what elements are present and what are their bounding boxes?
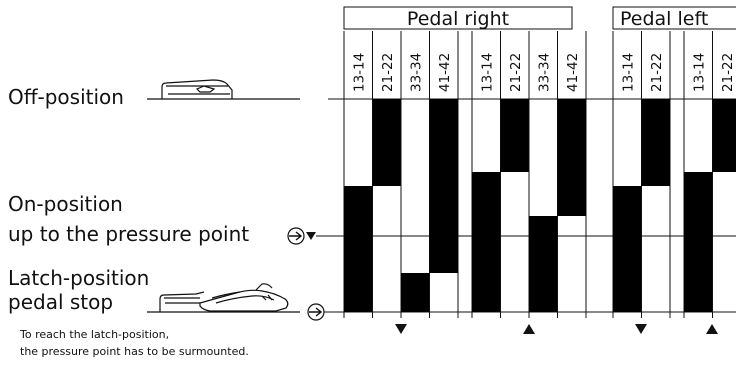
contact-column: 21-22	[372, 31, 402, 318]
contact-column: 41-42	[557, 31, 587, 318]
on-position-label: On-position	[8, 192, 123, 216]
contact-label: 41-42	[437, 53, 453, 92]
triangle-down-icon	[395, 324, 407, 334]
note-line-1: To reach the latch-position,	[19, 328, 169, 341]
pedal-latch-illustration	[147, 283, 300, 313]
contact-column: 21-22	[712, 31, 736, 318]
contact-label: 13-14	[620, 53, 636, 92]
closed-state-bar	[641, 99, 670, 186]
closed-state-bar	[684, 172, 713, 312]
closed-state-bar	[472, 172, 501, 312]
contact-label: 41-42	[565, 53, 581, 92]
triangle-up-icon	[706, 324, 718, 334]
contact-label: 21-22	[380, 53, 396, 92]
contact-column: 13-14	[683, 31, 713, 318]
contact-columns: 13-14 21-22 33-34 41-42 13-14 21-22 33-34 41-42…	[343, 31, 736, 318]
closed-state-bar	[712, 99, 736, 172]
off-position-label: Off-position	[8, 85, 124, 109]
closed-state-bar	[401, 273, 430, 312]
closed-state-bar	[372, 99, 401, 186]
pressure-point-latch-marker	[307, 303, 344, 321]
note-line-2: the pressure point has to be surmounted.	[20, 345, 249, 358]
group-title: Pedal left	[620, 8, 708, 30]
group-title: Pedal right	[407, 8, 509, 30]
contact-label: 21-22	[720, 53, 736, 92]
triangle-up-icon	[523, 324, 535, 334]
on-position-sublabel: up to the pressure point	[8, 222, 249, 246]
direction-marks	[395, 324, 718, 334]
pressure-point-on-marker	[287, 227, 344, 245]
contact-column: 33-34	[528, 31, 558, 318]
closed-state-bar	[500, 99, 529, 172]
closed-state-bar	[344, 186, 373, 312]
latch-position-sublabel: pedal stop	[8, 290, 113, 314]
contact-column: 41-42	[429, 31, 459, 318]
contact-label: 21-22	[649, 53, 665, 92]
latch-position-label: Latch-position	[8, 266, 149, 290]
closed-state-bar	[529, 216, 558, 312]
closed-state-bar	[557, 99, 586, 216]
contact-label: 33-34	[536, 53, 552, 92]
contact-column: 21-22	[641, 31, 671, 318]
contact-label: 21-22	[508, 53, 524, 92]
contact-column: 13-14	[471, 31, 501, 318]
contact-column: 13-14	[343, 31, 373, 318]
group-header-pedal-left: Pedal left	[612, 6, 736, 30]
pedal-off-illustration	[147, 79, 300, 100]
contact-label: 13-14	[691, 53, 707, 92]
closed-state-bar	[613, 186, 642, 312]
contact-column: 33-34	[400, 31, 430, 318]
closed-state-bar	[429, 99, 458, 273]
contact-label: 13-14	[351, 53, 367, 92]
contact-label: 33-34	[408, 53, 424, 92]
triangle-down-icon	[306, 232, 316, 240]
triangle-down-icon	[635, 324, 647, 334]
contact-label: 13-14	[479, 53, 495, 92]
group-header-pedal-right: Pedal right	[343, 6, 573, 30]
contact-column: 13-14	[612, 31, 642, 318]
contact-column: 21-22	[500, 31, 530, 318]
